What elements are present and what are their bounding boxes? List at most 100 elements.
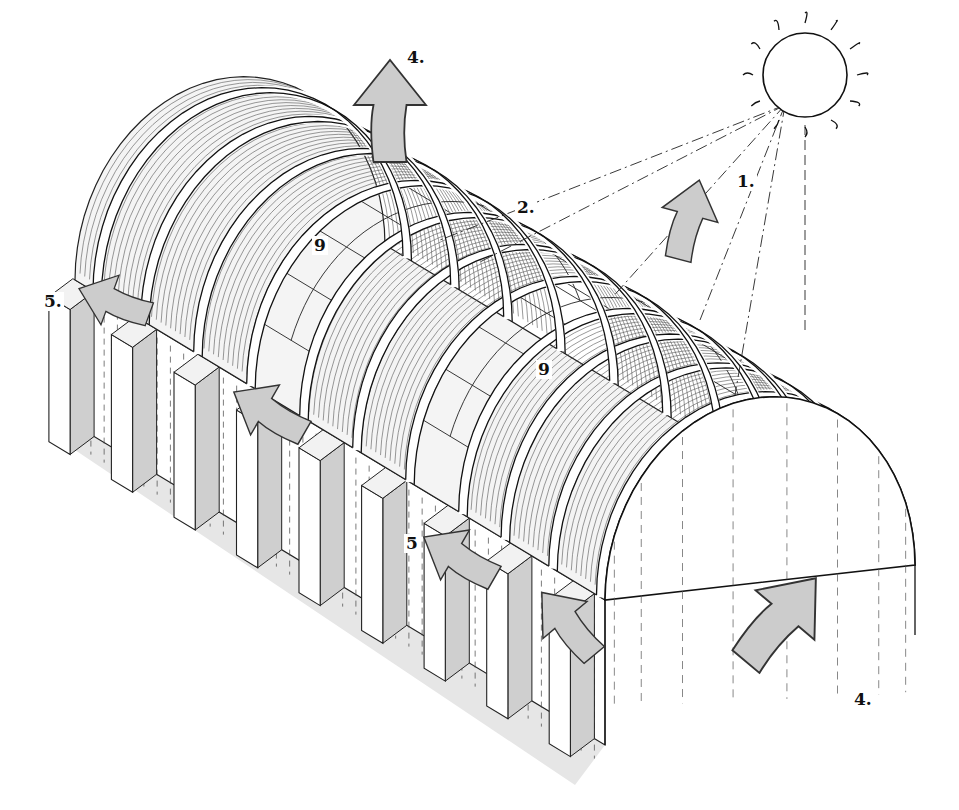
end-hatch (905, 509, 906, 692)
sun-ray (805, 125, 806, 330)
vault-hatch (147, 120, 457, 314)
vault-hatch (194, 149, 504, 343)
sun-disc (763, 33, 847, 117)
vault-hatch (314, 221, 624, 415)
buttress-side (320, 443, 344, 606)
end-hatch (786, 403, 787, 699)
callout-number: 9 (312, 236, 328, 255)
vault-hatch (94, 88, 404, 282)
buttress-face (362, 486, 383, 644)
flow-arrow-shape (354, 60, 426, 162)
callout-number: 1. (735, 172, 757, 191)
barrel-vault (75, 77, 915, 745)
end-hatch (733, 409, 734, 701)
wall-hatch (104, 306, 105, 463)
rib-band (145, 119, 455, 322)
flow-arrow (70, 264, 158, 339)
end-arch (605, 397, 915, 600)
rib-line (149, 122, 459, 325)
flow-arrow (219, 367, 318, 458)
vault-hatch (152, 123, 462, 317)
end-hatch (837, 420, 838, 697)
callout-number: 5. (42, 292, 64, 311)
rib-band (198, 151, 508, 354)
sun-ray (440, 105, 785, 240)
wall-hatch (170, 346, 171, 503)
rib-line (102, 93, 412, 296)
sun-flame (831, 120, 837, 129)
sun-flame (831, 20, 837, 30)
vault-hatch (228, 169, 538, 363)
buttress-face (49, 297, 70, 455)
vault-hatch (390, 267, 700, 461)
flow-arrow-shape (520, 574, 617, 674)
wall-hatch (408, 490, 409, 647)
sun-ray (480, 105, 785, 262)
flow-arrow-shape (219, 367, 318, 458)
flow-arrow-shape (717, 554, 846, 687)
callout-number: 9 (536, 360, 552, 379)
end-hatch (641, 483, 642, 706)
sun-flame (743, 73, 753, 75)
vault-hatch (333, 232, 643, 426)
wall-hatch (355, 458, 356, 615)
vault-surface (75, 77, 915, 600)
rib-band (357, 247, 667, 450)
buttress-side (133, 329, 157, 492)
flow-arrow-shape (650, 173, 727, 267)
callout-number: 4. (852, 690, 874, 709)
sun-symbol (440, 12, 868, 395)
buttress-face (299, 448, 320, 606)
callout-number: 4. (405, 48, 427, 67)
sun-flame (751, 101, 760, 106)
rib-line (605, 397, 915, 600)
sun-flame (857, 73, 868, 75)
sun-flame (850, 43, 860, 49)
buttress-side (508, 556, 532, 719)
buttress-side (195, 367, 219, 530)
sun-flame (751, 43, 760, 49)
rib-line (93, 88, 403, 291)
flow-arrow (409, 512, 508, 603)
end-hatch (614, 542, 615, 708)
vault-hatch (99, 91, 409, 285)
vault-hatch (204, 154, 514, 348)
air-flow-arrows (70, 60, 845, 686)
sun-flame (774, 20, 779, 30)
buttress-side (70, 292, 94, 455)
rib-line (194, 148, 504, 351)
rib-line (255, 186, 565, 389)
buttress-face (111, 335, 132, 493)
sun-flame (805, 127, 807, 137)
rib-line (308, 218, 618, 421)
sun-ray (610, 105, 785, 300)
sun-flame (805, 12, 807, 23)
flow-arrow (717, 554, 846, 687)
end-wall-edge (604, 600, 605, 745)
flow-arrow (354, 60, 426, 162)
wall-hatch (223, 378, 224, 535)
buttress-side (383, 480, 407, 643)
sun-flame (774, 120, 779, 129)
rib-band (304, 215, 614, 418)
end-hatch (682, 437, 683, 703)
rib-line (361, 250, 671, 453)
flow-arrow-shape (409, 512, 508, 603)
end-wall-edge (914, 565, 915, 635)
rib-line (202, 154, 512, 357)
rib-band (97, 90, 407, 293)
flow-arrow (650, 173, 727, 267)
flow-arrow (520, 574, 617, 674)
sun-ray (735, 105, 785, 395)
flow-arrow-shape (70, 264, 158, 339)
end-hatch (878, 456, 879, 694)
vault-hatch (90, 85, 400, 279)
callout-number: 2. (515, 198, 537, 217)
callout-number: 5 (404, 534, 420, 553)
sun-flame (850, 101, 860, 106)
wall-hatch (422, 498, 423, 655)
buttress-face (174, 372, 195, 530)
vault-hatch (199, 152, 509, 346)
buttress-face (237, 410, 258, 568)
